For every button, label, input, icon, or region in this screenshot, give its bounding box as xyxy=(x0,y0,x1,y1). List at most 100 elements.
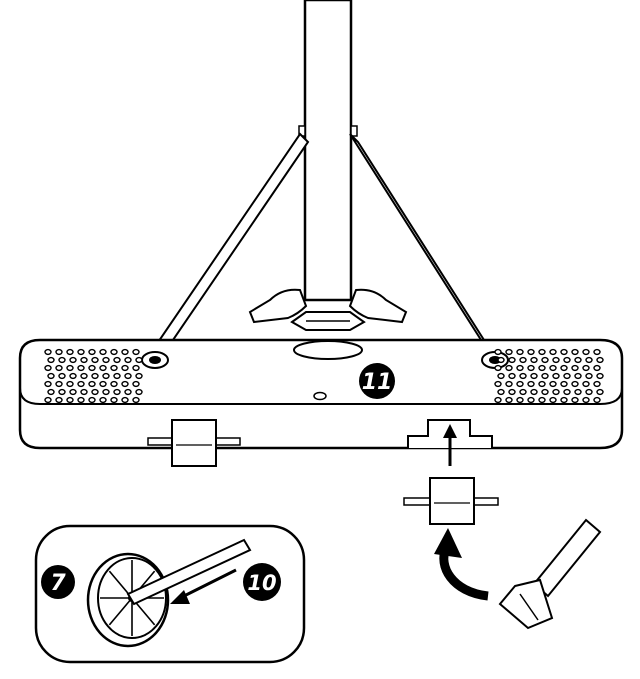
vent-hole xyxy=(121,348,129,356)
vent-hole xyxy=(571,380,579,388)
vent-hole xyxy=(80,356,88,364)
left-vent-holes xyxy=(44,348,143,404)
vent-hole xyxy=(593,380,601,388)
vent-hole xyxy=(55,348,63,356)
vent-hole xyxy=(80,372,88,380)
vent-hole xyxy=(58,372,66,380)
vent-hole xyxy=(563,356,571,364)
vent-hole xyxy=(55,396,63,404)
vent-hole xyxy=(110,380,118,388)
vent-hole xyxy=(102,372,110,380)
vent-hole xyxy=(110,348,118,356)
vent-hole xyxy=(69,356,77,364)
vent-hole xyxy=(494,396,502,404)
vent-hole xyxy=(113,372,121,380)
vent-hole xyxy=(582,380,590,388)
left-foot-block xyxy=(147,419,241,467)
vent-hole xyxy=(110,396,118,404)
axle-rod xyxy=(126,538,252,606)
vent-hole xyxy=(552,388,560,396)
svg-text:10: 10 xyxy=(247,571,276,595)
vent-hole xyxy=(582,396,590,404)
vent-hole xyxy=(541,372,549,380)
vent-hole xyxy=(538,364,546,372)
vent-hole xyxy=(585,372,593,380)
vent-hole xyxy=(552,356,560,364)
vent-hole xyxy=(560,364,568,372)
vent-hole xyxy=(574,356,582,364)
vent-hole xyxy=(69,372,77,380)
vent-hole xyxy=(113,388,121,396)
vent-hole xyxy=(519,372,527,380)
vent-hole xyxy=(132,380,140,388)
vent-hole xyxy=(80,388,88,396)
hammer-icon xyxy=(498,518,602,630)
vent-hole xyxy=(55,380,63,388)
left-strut-foot xyxy=(141,351,169,369)
vent-hole xyxy=(560,348,568,356)
vent-hole xyxy=(516,364,524,372)
vent-hole xyxy=(585,388,593,396)
svg-text:7: 7 xyxy=(50,571,66,596)
vent-hole xyxy=(560,396,568,404)
vent-hole xyxy=(571,348,579,356)
callout-10: 10 xyxy=(243,563,281,601)
right-vent-holes xyxy=(494,348,604,404)
vent-hole xyxy=(585,356,593,364)
vent-hole xyxy=(505,364,513,372)
wheel-spoke xyxy=(108,597,133,626)
vent-hole xyxy=(541,388,549,396)
vent-hole xyxy=(77,396,85,404)
vent-hole xyxy=(497,372,505,380)
vent-hole xyxy=(530,356,538,364)
pole xyxy=(298,0,358,302)
vent-hole xyxy=(530,388,538,396)
vent-hole xyxy=(494,364,502,372)
vent-hole xyxy=(124,356,132,364)
vent-hole xyxy=(563,372,571,380)
vent-hole xyxy=(571,396,579,404)
vent-hole xyxy=(582,348,590,356)
vent-hole xyxy=(124,372,132,380)
vent-hole xyxy=(538,380,546,388)
vent-hole xyxy=(527,396,535,404)
vent-hole xyxy=(58,388,66,396)
vent-hole xyxy=(66,380,74,388)
vent-hole xyxy=(66,364,74,372)
vent-hole xyxy=(593,348,601,356)
vent-hole xyxy=(55,364,63,372)
vent-hole xyxy=(497,388,505,396)
svg-text:11: 11 xyxy=(362,370,393,395)
vent-hole xyxy=(91,372,99,380)
vent-hole xyxy=(121,396,129,404)
vent-hole xyxy=(505,380,513,388)
vent-hole xyxy=(527,348,535,356)
vent-hole xyxy=(574,372,582,380)
vent-hole xyxy=(596,388,604,396)
axle-arrow xyxy=(170,568,237,604)
vent-hole xyxy=(121,364,129,372)
vent-hole xyxy=(538,348,546,356)
vent-hole xyxy=(77,348,85,356)
left-strut xyxy=(148,132,310,364)
vent-hole xyxy=(135,356,143,364)
vent-hole xyxy=(574,388,582,396)
up-arrow xyxy=(443,424,457,466)
vent-hole xyxy=(132,396,140,404)
vent-hole xyxy=(99,380,107,388)
vent-hole xyxy=(593,396,601,404)
vent-hole xyxy=(102,388,110,396)
vent-hole xyxy=(508,388,516,396)
vent-hole xyxy=(563,388,571,396)
vent-hole xyxy=(582,364,590,372)
vent-hole xyxy=(47,372,55,380)
vent-hole xyxy=(44,396,52,404)
vent-hole xyxy=(77,380,85,388)
vent-hole xyxy=(99,364,107,372)
vent-hole xyxy=(44,380,52,388)
right-strut xyxy=(349,133,499,363)
vent-hole xyxy=(58,356,66,364)
vent-hole xyxy=(530,372,538,380)
insert-block xyxy=(403,477,499,525)
vent-hole xyxy=(519,388,527,396)
